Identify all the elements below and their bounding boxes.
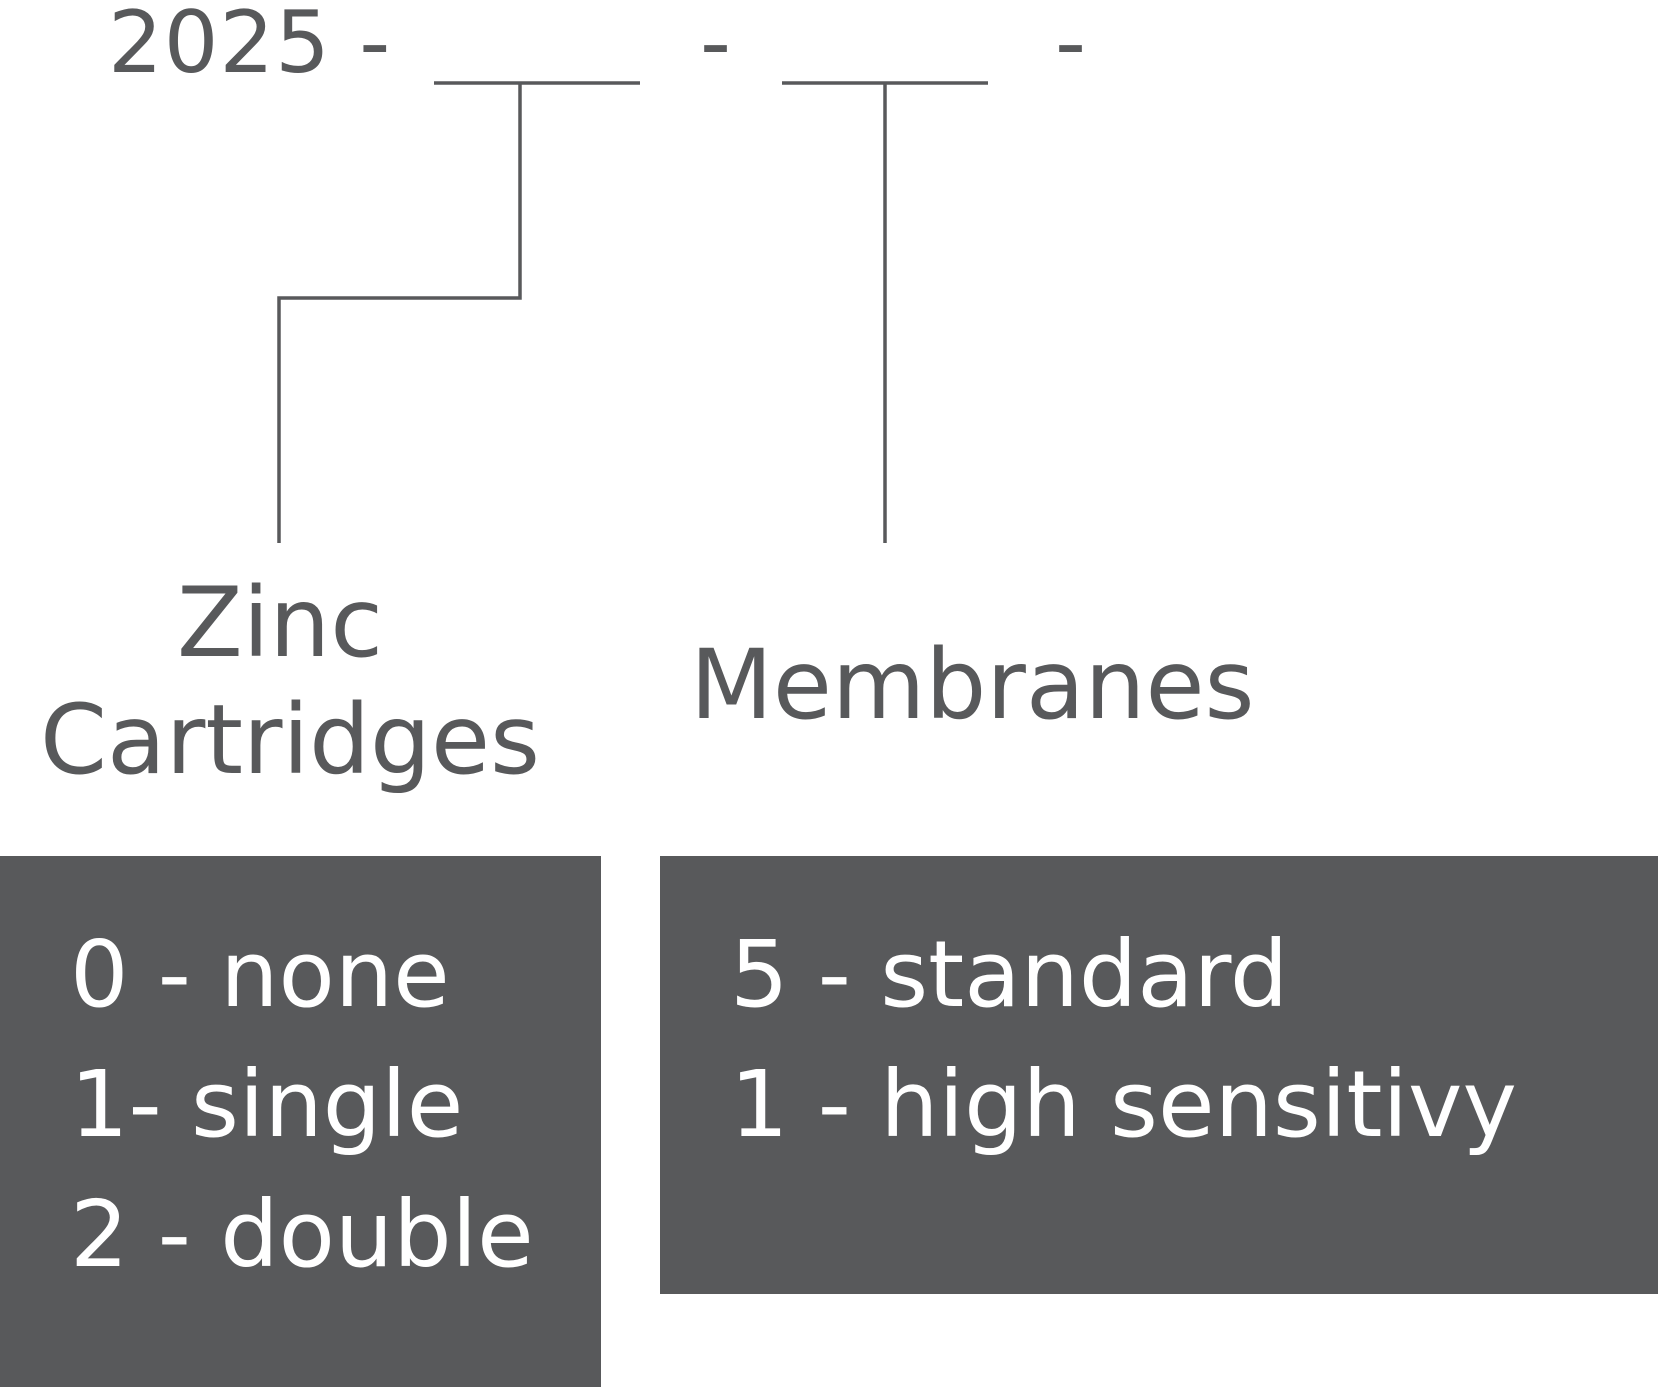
zinc-options-box: 0 - none 1- single 2 - double: [0, 856, 601, 1387]
membranes-label: Membranes: [690, 627, 1255, 744]
zinc-connector-line: [277, 83, 522, 543]
membranes-option-standard: 5 - standard: [730, 921, 1289, 1028]
zinc-label-line-1: Zinc: [176, 567, 384, 679]
zinc-option-none: 0 - none: [70, 921, 450, 1028]
code-separator-2: -: [1055, 0, 1087, 93]
membranes-label-line-1: Membranes: [690, 629, 1255, 741]
zinc-option-single: 1- single: [70, 1051, 464, 1158]
zinc-label-line-2: Cartridges: [40, 684, 541, 797]
code-prefix: 2025 -: [108, 0, 392, 93]
zinc-cartridges-label: Zinc Cartridges: [40, 565, 541, 799]
code-separator-1: -: [700, 0, 732, 93]
membranes-options-box: 5 - standard 1 - high sensitivy: [660, 856, 1658, 1294]
zinc-option-double: 2 - double: [70, 1181, 534, 1288]
membranes-option-high-sensitivity: 1 - high sensitivy: [730, 1051, 1517, 1158]
